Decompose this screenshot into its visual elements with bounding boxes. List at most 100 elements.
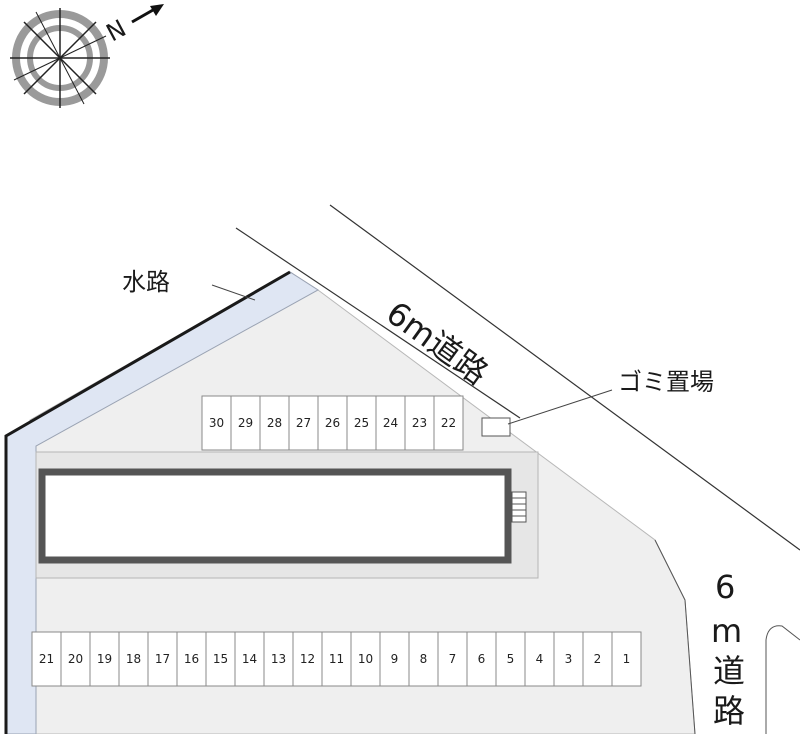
parking-stall-box [408,631,439,687]
parking-stall-14: 14 [234,631,265,687]
parking-stall-3: 3 [553,631,584,687]
boundary-wall [4,270,291,734]
parking-stall-5: 5 [495,631,526,687]
parking-stall-number: 1 [623,652,631,666]
road-edge-curb [654,539,696,734]
parking-stall-15: 15 [205,631,236,687]
parking-stall-number: 9 [391,652,399,666]
parking-stall-22: 22 [433,395,464,451]
road-label-vertical-2: m [711,612,742,650]
parking-stall-number: 27 [296,416,311,430]
parking-stall-number: 30 [209,416,224,430]
parking-stall-2: 2 [582,631,613,687]
parking-stall-box [292,631,323,687]
parking-stall-30: 30 [201,395,232,451]
parking-stall-21: 21 [31,631,62,687]
parking-stall-16: 16 [176,631,207,687]
parking-stall-23: 23 [404,395,435,451]
parking-stall-number: 17 [155,652,170,666]
road-label-vertical-4: 路 [713,692,745,730]
parking-stall-box [259,395,290,451]
parking-stall-box [379,631,410,687]
north-label: N [102,14,131,47]
parking-stall-24: 24 [375,395,406,451]
parking-stall-1: 1 [611,631,642,687]
parking-stall-6: 6 [466,631,497,687]
parking-stall-number: 23 [412,416,427,430]
parking-stall-27: 27 [288,395,319,451]
parking-stall-box [611,631,642,687]
parking-stall-box [350,631,381,687]
parking-stall-7: 7 [437,631,468,687]
parking-stall-25: 25 [346,395,377,451]
parking-stall-number: 18 [126,652,141,666]
parking-stall-number: 8 [420,652,428,666]
parking-stall-8: 8 [408,631,439,687]
road-edge-line-outer [329,204,800,551]
parking-stall-number: 3 [565,652,573,666]
parking-stall-10: 10 [350,631,381,687]
road-edge-line-inner [235,227,521,419]
parking-stall-box [375,395,406,451]
parking-stall-18: 18 [118,631,149,687]
parking-stall-box [118,631,149,687]
parking-stall-box [582,631,613,687]
parking-stall-number: 26 [325,416,340,430]
garbage-leader-line [507,389,613,425]
stairs-icon [511,491,527,523]
parking-stall-number: 4 [536,652,544,666]
parking-stall-box [553,631,584,687]
parking-stall-number: 19 [97,652,112,666]
parking-stall-box [201,395,232,451]
garbage-area [481,417,511,437]
parking-stall-number: 10 [358,652,373,666]
parking-stall-number: 15 [213,652,228,666]
road-label-vertical-1: 6 [715,568,735,606]
parking-stall-number: 28 [267,416,282,430]
parking-row-top: 30 29 28 27 26 25 24 23 22 [201,395,464,451]
parking-stall-box [404,395,435,451]
compass-rose-icon [10,8,110,108]
parking-stall-number: 21 [39,652,54,666]
parking-stall-number: 24 [383,416,398,430]
parking-stall-number: 14 [242,652,257,666]
waterway-leader-line [211,284,256,301]
parking-stall-number: 22 [441,416,456,430]
parking-stall-number: 13 [271,652,286,666]
parking-stall-box [205,631,236,687]
parking-stall-4: 4 [524,631,555,687]
parking-stall-number: 6 [478,652,486,666]
parking-stall-box [433,395,464,451]
parking-stall-box [147,631,178,687]
parking-stall-box [230,395,261,451]
apartment-building [38,468,512,564]
parking-stall-26: 26 [317,395,348,451]
road-edge-curb-right [765,625,800,734]
parking-stall-11: 11 [321,631,352,687]
parking-stall-number: 5 [507,652,515,666]
north-arrow-icon [131,4,164,24]
parking-stall-box [466,631,497,687]
parking-stall-box [234,631,265,687]
garbage-label: ゴミ置場 [618,368,714,396]
parking-stall-box [288,395,319,451]
parking-stall-13: 13 [263,631,294,687]
parking-stall-17: 17 [147,631,178,687]
parking-stall-29: 29 [230,395,261,451]
parking-stall-number: 2 [594,652,602,666]
parking-stall-number: 7 [449,652,457,666]
parking-stall-box [89,631,120,687]
parking-stall-12: 12 [292,631,323,687]
parking-stall-9: 9 [379,631,410,687]
parking-stall-box [60,631,91,687]
parking-stall-number: 25 [354,416,369,430]
parking-stall-number: 11 [329,652,344,666]
parking-stall-box [31,631,62,687]
parking-stall-number: 29 [238,416,253,430]
waterway-label: 水路 [122,268,170,296]
parking-stall-28: 28 [259,395,290,451]
parking-stall-number: 20 [68,652,83,666]
